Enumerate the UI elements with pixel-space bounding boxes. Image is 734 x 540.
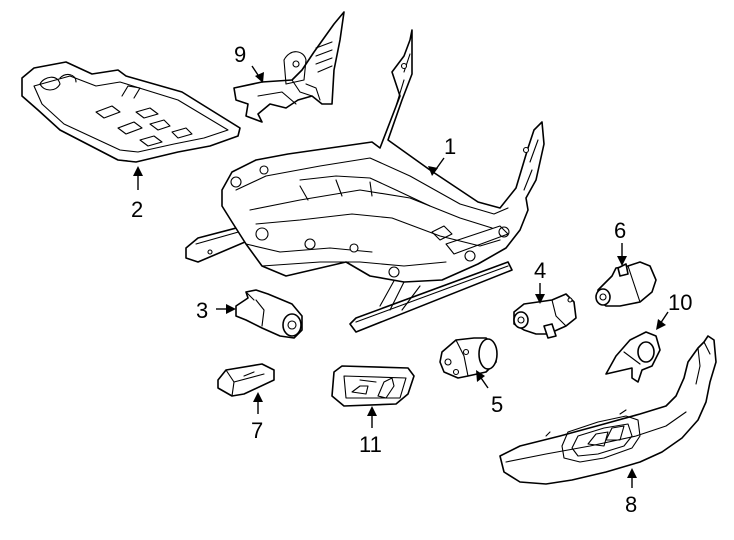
callout-leaders bbox=[133, 65, 669, 488]
part-1-seat-frame bbox=[185, 29, 545, 333]
part-8-side-trim bbox=[499, 335, 717, 485]
part-2-seat-pan bbox=[21, 61, 241, 163]
part-7-switch-knob bbox=[217, 363, 275, 397]
callout-2: 2 bbox=[131, 197, 143, 222]
callout-9: 9 bbox=[234, 42, 246, 67]
part-5-motor bbox=[439, 337, 498, 379]
callout-1: 1 bbox=[444, 134, 456, 159]
part-4-motor bbox=[513, 293, 577, 339]
part-3-motor bbox=[235, 289, 303, 339]
part-6-motor bbox=[595, 261, 657, 307]
part-10-clip bbox=[605, 331, 661, 383]
callout-6: 6 bbox=[614, 218, 626, 243]
callout-8: 8 bbox=[625, 492, 637, 517]
callout-10: 10 bbox=[668, 290, 692, 315]
callout-5: 5 bbox=[491, 392, 503, 417]
part-9-bracket bbox=[233, 11, 345, 123]
callout-11: 11 bbox=[359, 432, 382, 457]
part-11-control-switch bbox=[331, 365, 415, 407]
callout-7: 7 bbox=[251, 418, 263, 443]
callout-3: 3 bbox=[196, 298, 208, 323]
callout-4: 4 bbox=[534, 258, 546, 283]
